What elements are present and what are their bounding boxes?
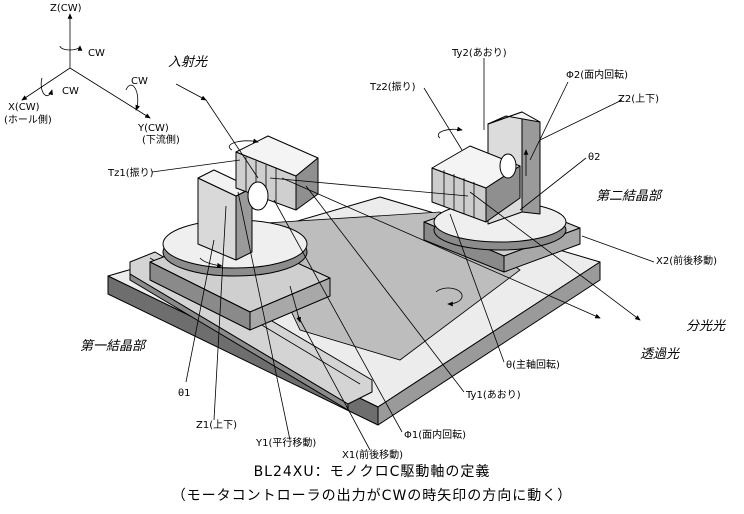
- x1-label: X1(前後移動): [342, 448, 403, 461]
- theta1-rotation-arrow-icon: [199, 257, 223, 268]
- caption-note: （モータコントローラの出力がCWの時矢印の方向に動く）: [172, 488, 573, 504]
- tz2-leader: [423, 87, 463, 151]
- z2-label: Z2(上下): [618, 93, 659, 105]
- caption: BL24XU：モノクロC駆動軸の定義 （モータコントローラの出力がCWの時矢印の…: [172, 463, 573, 504]
- theta2-leader: [519, 157, 587, 211]
- coordinate-axes: Z(CW) CW CW CW X(CW) (ホール側) Y(CW) (下流側): [4, 3, 180, 146]
- phi2-rotation-ring: [499, 153, 517, 179]
- x1-leader: [297, 315, 371, 451]
- incident-beam-line: [205, 99, 259, 179]
- x-cw-label: CW: [62, 86, 79, 97]
- first-crystal-stage: [149, 135, 331, 331]
- phi1-rotation-ring: [247, 181, 269, 211]
- caption-title: BL24XU：モノクロC駆動軸の定義: [254, 463, 491, 480]
- theta-main-rotation-arrow-icon: [435, 287, 463, 307]
- z2-leader: [539, 99, 623, 141]
- y-axis-sublabel: (下流側): [142, 133, 180, 146]
- x-axis-sublabel: (ホール側): [4, 113, 52, 126]
- theta-main-label: θ(主軸回転): [506, 358, 560, 371]
- first-crystal-label: 第一結晶部: [80, 339, 147, 354]
- z1-label: Z1(上下): [196, 419, 237, 431]
- theta1-leader: [185, 239, 215, 383]
- tz2-rotation-arrow-icon: [437, 126, 463, 139]
- tz1-leader: [151, 159, 241, 173]
- x2-label: X2(前後移動): [656, 254, 717, 267]
- z-rotation-arrow-icon: [59, 45, 83, 51]
- phi1-label: Φ1(面内回転): [404, 428, 466, 441]
- z-cw-label: CW: [88, 48, 105, 59]
- z-axis-label: Z(CW): [50, 3, 82, 14]
- z1-leader: [213, 205, 227, 421]
- incident-beam-label: 入射光: [168, 55, 208, 70]
- ty2-label: Ty2(あおり): [451, 47, 507, 59]
- ty1-label: Ty1(あおり): [465, 389, 521, 401]
- x-rotation-arrow-icon: [40, 77, 53, 97]
- y1-label: Y1(平行移動): [255, 436, 316, 449]
- branch-beam-line: [469, 191, 641, 321]
- tz1-label: Tz1(振り): [107, 166, 154, 179]
- beam-paths: [175, 83, 641, 321]
- second-crystal-stage: [423, 111, 581, 307]
- x1-slide-side: [249, 277, 331, 331]
- tz1-rotation-arrow-icon: [228, 138, 259, 151]
- phi2-leader: [529, 81, 569, 161]
- z2-column-side: [521, 111, 541, 215]
- diffracted-beam-line: [269, 177, 469, 197]
- x-axis-label: X(CW): [8, 102, 40, 113]
- transmitted-beam-label: 透過光: [640, 347, 680, 362]
- y-axis-label: Y(CW): [137, 123, 169, 134]
- phi2-label: Φ2(面内回転): [566, 68, 628, 81]
- y1-rail-side: [129, 273, 349, 411]
- labels: 入射光 分光光 透過光 第一結晶部 第二結晶部 Tz1(振り) Tz2(振り) …: [80, 47, 726, 461]
- ty1-leader: [305, 185, 465, 393]
- x2-leader: [581, 235, 655, 263]
- theta2-label: θ2: [588, 152, 600, 163]
- y-cw-label: CW: [131, 76, 148, 87]
- y1-leader: [237, 191, 291, 441]
- z2-column-top: [487, 111, 541, 125]
- theta-main-leader: [449, 213, 505, 363]
- leader-lines: [151, 58, 655, 451]
- transmitted-beam-line: [281, 177, 601, 319]
- theta1-label: θ1: [178, 388, 190, 399]
- phi1-leader: [273, 199, 403, 433]
- second-crystal-label: 第二結晶部: [596, 189, 663, 204]
- tz2-label: Tz2(振り): [369, 80, 416, 93]
- y-rotation-arrow-icon: [125, 84, 141, 111]
- base-side: [377, 261, 601, 426]
- x-axis-line: [21, 67, 71, 101]
- incident-beam-arrow: [175, 83, 207, 101]
- branch-beam-label: 分光光: [686, 319, 726, 334]
